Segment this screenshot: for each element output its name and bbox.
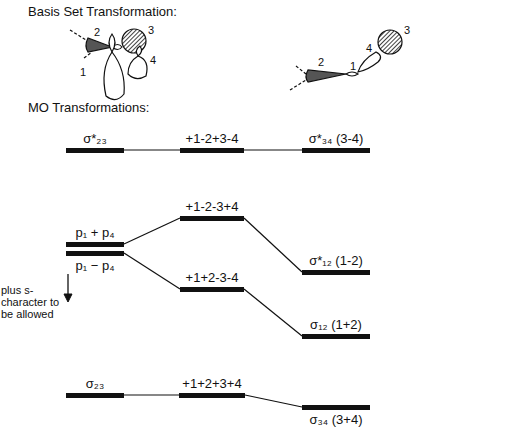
- section-heading: MO Transformations:: [28, 100, 149, 115]
- energy-level: +1-2+3-4: [180, 131, 244, 153]
- level-label: p₁ + p₄: [66, 225, 124, 242]
- correlation-line: [124, 394, 179, 395]
- energy-level: σ₃₄ (3+4): [302, 405, 370, 427]
- correlation-line: [244, 289, 302, 336]
- energy-level: σ*₁₂ (1-2): [302, 253, 370, 275]
- level-label: +1+2-3-4: [180, 270, 244, 287]
- atom-number: 2: [94, 26, 100, 38]
- correlation-line: [124, 149, 180, 150]
- atom-number: 1: [80, 66, 86, 78]
- annotation-note: plus s- character to be allowed: [1, 284, 65, 320]
- level-label: p₁ − p₄: [66, 256, 124, 273]
- energy-level: +1-2-3+4: [180, 199, 244, 221]
- correlation-line: [244, 218, 302, 272]
- atom-number: 4: [150, 54, 156, 66]
- atom-number: 4: [366, 42, 372, 54]
- correlation-line: [124, 218, 180, 244]
- energy-level: +1+2+3+4: [179, 376, 245, 398]
- energy-level: σ₂₃: [66, 376, 124, 398]
- energy-level: σ₁₂ (1+2): [302, 317, 370, 339]
- level-label: σ*₂₃: [66, 131, 124, 148]
- level-label: σ₁₂ (1+2): [302, 317, 370, 334]
- level-label: +1-2-3+4: [180, 199, 244, 216]
- level-label: σ*₁₂ (1-2): [302, 253, 370, 270]
- energy-level: p₁ + p₄: [66, 225, 124, 247]
- level-label: σ₃₄ (3+4): [302, 410, 370, 427]
- energy-level: p₁ − p₄: [66, 251, 124, 273]
- correlation-line: [244, 149, 302, 150]
- level-label: +1-2+3-4: [180, 131, 244, 148]
- level-label: σ₂₃: [66, 376, 124, 393]
- level-label: σ*₃₄ (3-4): [302, 131, 370, 148]
- section-heading: Basis Set Transformation:: [28, 4, 177, 19]
- energy-level: σ*₂₃: [66, 131, 124, 153]
- atom-number: 2: [318, 56, 324, 68]
- atom-number: 1: [350, 60, 356, 72]
- level-label: +1+2+3+4: [179, 376, 245, 393]
- energy-level: σ*₃₄ (3-4): [302, 131, 370, 153]
- energy-level: +1+2-3-4: [180, 270, 244, 292]
- correlation-line: [124, 253, 180, 289]
- atom-number: 3: [148, 24, 154, 36]
- s-character-arrow: [64, 274, 72, 302]
- basis-right: [290, 30, 402, 90]
- atom-number: 3: [404, 24, 410, 36]
- basis-left: [70, 29, 147, 100]
- correlation-line: [245, 395, 302, 407]
